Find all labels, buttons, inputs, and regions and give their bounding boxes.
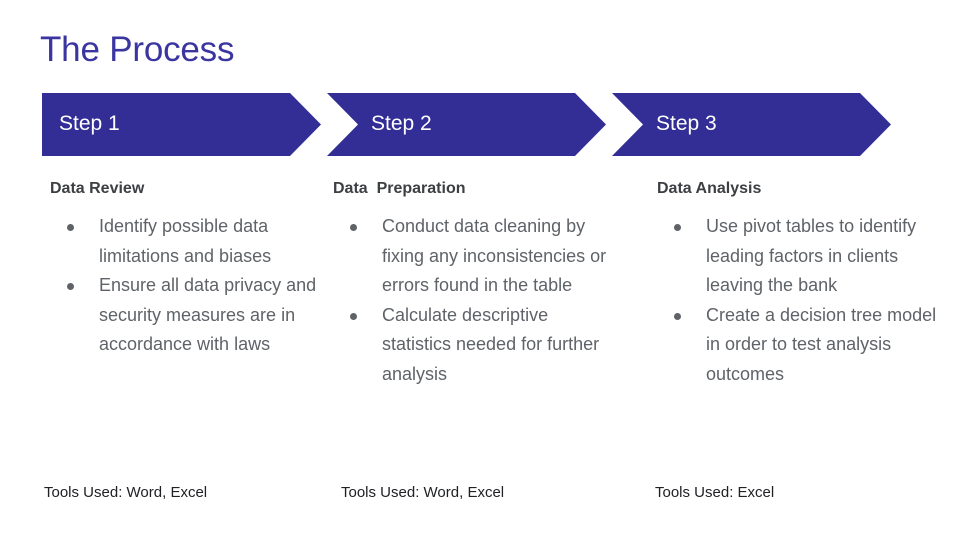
list-item: Ensure all data privacy and security mea… [50, 271, 330, 360]
chevron-shape-3 [612, 93, 891, 156]
list-item: Calculate descriptive statistics needed … [333, 301, 618, 390]
tools-used-1: Tools Used: Word, Excel [44, 484, 208, 501]
bullet-text: Identify possible data limitations and b… [99, 216, 272, 266]
bullet-dot-icon [350, 224, 357, 231]
bullet-dot-icon [67, 224, 74, 231]
list-item: Identify possible data limitations and b… [50, 212, 330, 271]
column-bullet-list-3: Use pivot tables to identify leading fac… [657, 212, 942, 389]
bullet-text: Ensure all data privacy and security mea… [99, 275, 317, 354]
column-bullet-list-1: Identify possible data limitations and b… [50, 212, 330, 360]
process-step-label-1: Step 1 [59, 112, 120, 135]
chevron-shape-1 [42, 93, 321, 156]
process-step-banner-2[interactable]: Step 2 [327, 93, 606, 156]
list-item: Conduct data cleaning by fixing any inco… [333, 212, 618, 301]
list-item: Use pivot tables to identify leading fac… [657, 212, 942, 301]
bullet-text: Calculate descriptive statistics needed … [382, 304, 600, 384]
process-column-3: Data Analysis Use pivot tables to identi… [657, 178, 942, 389]
bullet-text: Use pivot tables to identify leading fac… [706, 216, 917, 295]
process-step-label-3: Step 3 [656, 112, 717, 135]
column-heading-1: Data Review [50, 180, 145, 197]
process-step-banner-1[interactable]: Step 1 [42, 93, 321, 156]
list-item: Create a decision tree model in order to… [657, 301, 942, 390]
bullet-dot-icon [674, 224, 681, 231]
tools-used-3: Tools Used: Excel [655, 484, 775, 501]
bullet-text: Create a decision tree model in order to… [706, 304, 937, 384]
chevron-shape-2 [327, 93, 606, 156]
process-banner-row: Step 1 Step 2 Step 3 [0, 93, 970, 156]
page-title: The Process [40, 30, 235, 69]
column-bullet-list-2: Conduct data cleaning by fixing any inco… [333, 212, 618, 389]
process-step-label-2: Step 2 [371, 112, 432, 135]
bullet-text: Conduct data cleaning by fixing any inco… [382, 216, 607, 295]
bullet-dot-icon [350, 312, 357, 320]
bullet-dot-icon [674, 312, 681, 320]
process-column-2: Data Preparation Conduct data cleaning b… [333, 178, 618, 389]
column-heading-2: Data Preparation [333, 180, 466, 197]
tools-used-2: Tools Used: Word, Excel [341, 484, 505, 501]
process-step-banner-3[interactable]: Step 3 [612, 93, 891, 156]
column-heading-3: Data Analysis [657, 180, 762, 197]
process-column-1: Data Review Identify possible data limit… [50, 178, 330, 360]
bullet-dot-icon [67, 283, 74, 290]
